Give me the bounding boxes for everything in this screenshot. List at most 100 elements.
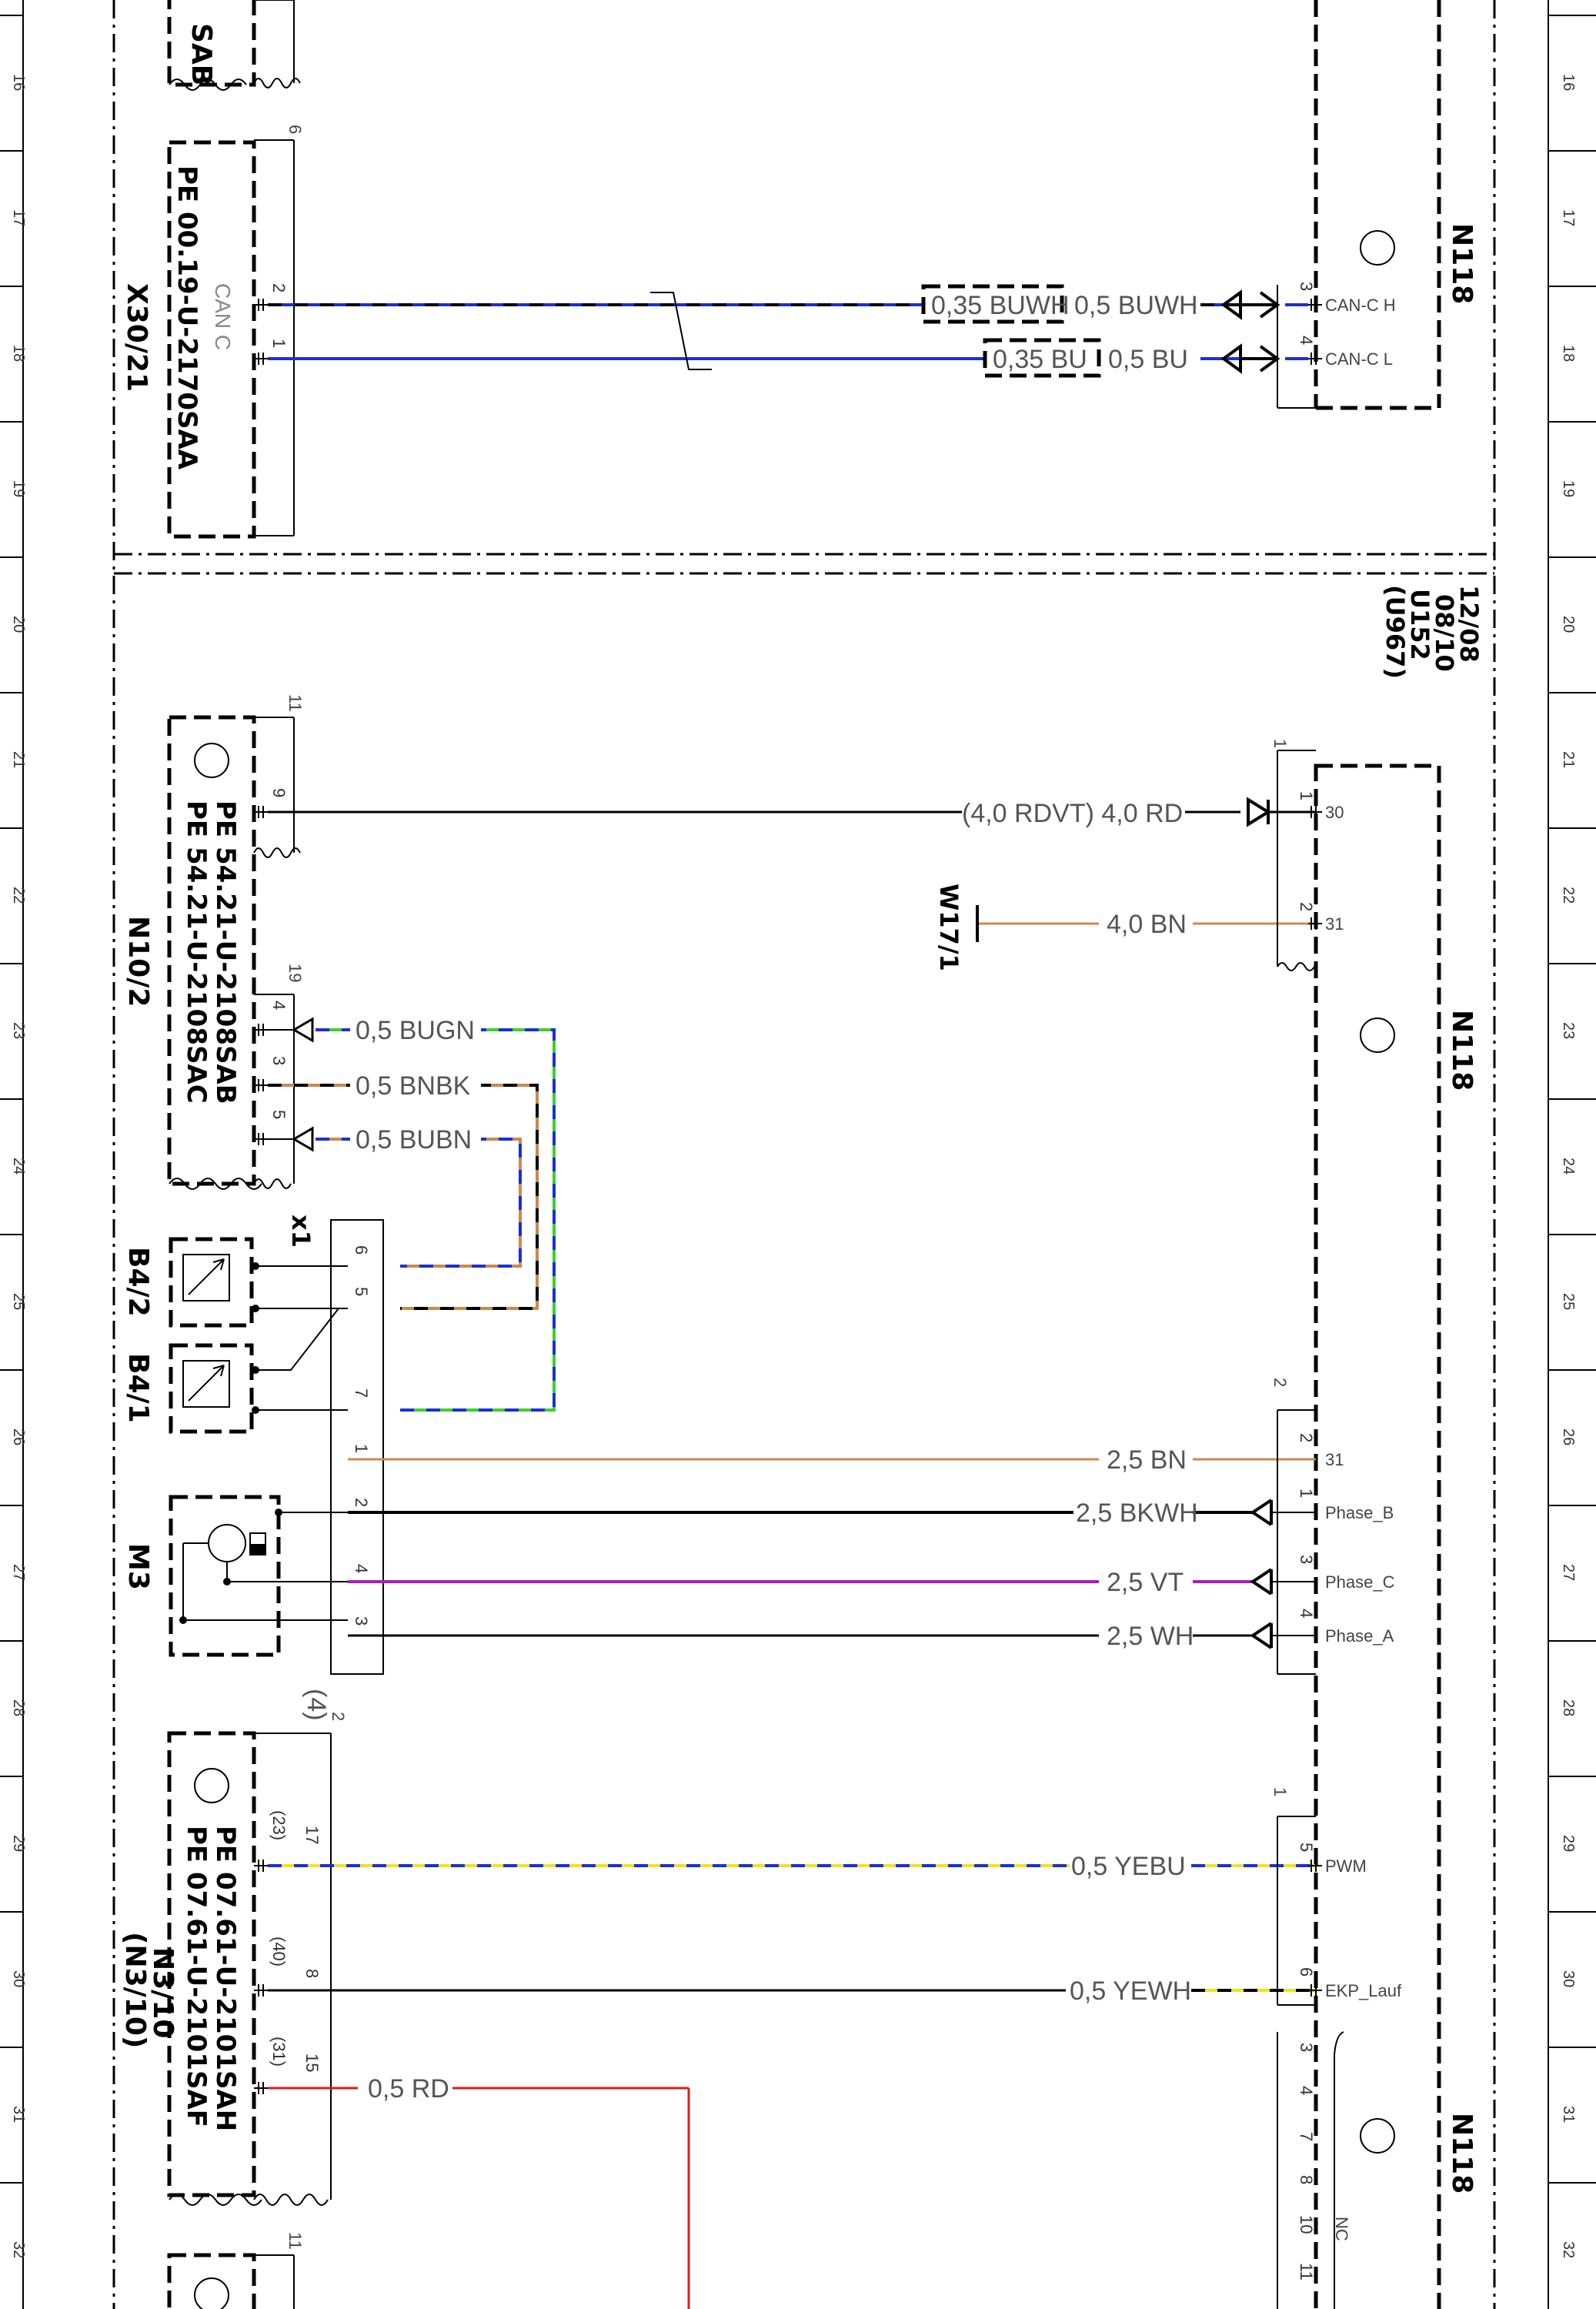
- ruler-row-number: 31: [10, 2106, 27, 2123]
- n118-can-module[interactable]: N118 3 4 CAN-C H CAN-C L: [1277, 0, 1477, 410]
- n10-pin-3: 3: [269, 1056, 289, 1065]
- n118-pump-pins[interactable]: 2 2 1 3 4 31 Phase_B Phase_C Phase_A: [1270, 1378, 1395, 1675]
- n118-ecu-pins[interactable]: 1 5 6 PWM EKP_Lauf 3 4 7 8 10 11 NC N118: [1270, 1787, 1477, 2309]
- pump-bkwh-label: 2,5 BKWH: [1076, 1499, 1198, 1528]
- top-connector-fragment: SAB: [167, 0, 301, 91]
- x30-id: X30/21: [121, 283, 152, 392]
- n3-pin-15-alt: (31): [269, 2037, 289, 2067]
- n3-pin-8-alt: (40): [269, 1936, 289, 1966]
- can-l-label: 0,5 BU: [1108, 345, 1188, 374]
- ecu-wires: 0,5 YEBU 0,5 YEWH 0,5 RD: [268, 1852, 1316, 2309]
- n118-pin-30: 30: [1325, 803, 1344, 822]
- nc-pin-11: 11: [1297, 2263, 1316, 2281]
- ruler-row-number: 18: [1560, 345, 1577, 362]
- n10-pe2: PE 54.21-U-2108SAC: [181, 800, 212, 1104]
- wire-bubn-label: 0,5 BUBN: [356, 1125, 472, 1154]
- ruler-row-number: 26: [1560, 1429, 1577, 1445]
- n10-pin-9: 9: [269, 788, 289, 797]
- n118-pin-2: 2: [1297, 902, 1316, 911]
- ruler-row-number: 16: [1560, 74, 1577, 91]
- ruler-row-number: 26: [10, 1429, 27, 1445]
- n10-ref-top: 11: [285, 694, 305, 712]
- n118-pin-1: 1: [1297, 791, 1316, 800]
- pump-pin-2: 2: [1297, 1433, 1316, 1442]
- x30-connector[interactable]: 6 PE 00.19-U-2170SAA X30/21 CAN C 2 1: [121, 125, 305, 539]
- sensor-wire-labels: 0,5 BUGN 0,5 BNBK 0,5 BUBN: [350, 1014, 481, 1154]
- wire-bnbk-label: 0,5 BNBK: [356, 1071, 471, 1101]
- ruler-row-number: 30: [10, 1970, 27, 1987]
- can-h-label: 0,5 BUWH: [1074, 291, 1198, 320]
- x1-connector[interactable]: x1 6 5 7 1 2 4 3: [286, 1215, 384, 1675]
- note-date-from: 12/08: [1454, 585, 1484, 663]
- ecu-pin-5: 5: [1297, 1843, 1316, 1852]
- ruler-row-number: 32: [1560, 2241, 1577, 2258]
- nc-label: NC: [1332, 2217, 1351, 2241]
- n118-power-id: N118: [1446, 1010, 1477, 1091]
- n118-pin-4: 4: [1297, 336, 1316, 345]
- ruler-row-number: 21: [10, 751, 27, 768]
- ecu-pwm-wire-label: 0,5 YEBU: [1071, 1852, 1186, 1881]
- ground-wire-label: 4,0 BN: [1107, 910, 1187, 939]
- pump-wh-label: 2,5 WH: [1107, 1622, 1194, 1651]
- ruler-row-number: 16: [10, 74, 27, 91]
- power-wires: (4,0 RDVT) 4,0 RD W17/1 4,0 BN: [268, 797, 1316, 971]
- pump-phase-a: Phase_A: [1325, 1626, 1394, 1646]
- can-wire-labels: 0,35 BUWH 0,5 BUWH 0,35 BU 0,5 BU: [921, 284, 1198, 378]
- can-h-alt-label: 0,35 BUWH: [931, 291, 1070, 320]
- b4-1-id: B4/1: [122, 1353, 154, 1423]
- b4-2-id: B4/2: [122, 1247, 154, 1317]
- pump-pin-3: 3: [1297, 1555, 1316, 1564]
- n3-connector[interactable]: 2 (4) PE 07.61-U-2101SAH PE 07.61-U-2101…: [119, 1689, 348, 2206]
- note-alt-code: (U967): [1381, 585, 1410, 679]
- transistor-icon: [194, 1768, 229, 1803]
- n3-ref-top: 2: [329, 1712, 348, 1721]
- ruler-row-number: 23: [1560, 1022, 1577, 1039]
- ruler-row-number: 17: [1560, 209, 1577, 226]
- sensor-b4-2[interactable]: B4/2: [122, 1237, 348, 1328]
- x1-pin-4: 4: [352, 1564, 371, 1573]
- pump-phase-c: Phase_C: [1325, 1572, 1395, 1592]
- can-l-alt-label: 0,35 BU: [993, 345, 1087, 374]
- pump-phase-b: Phase_B: [1325, 1503, 1394, 1522]
- note-code: U152: [1405, 589, 1434, 660]
- n3-id: N3/10: [147, 1947, 179, 2038]
- motor-m3[interactable]: M3: [122, 1495, 348, 1657]
- x1-id: x1: [286, 1215, 316, 1248]
- motor-icon: [208, 1524, 246, 1562]
- n10-pe1: PE 54.21-U-2108SAB: [210, 800, 241, 1104]
- ruler-row-number: 28: [10, 1699, 27, 1716]
- ruler-row-number: 19: [1560, 480, 1577, 497]
- sensor-b4-1[interactable]: B4/1: [122, 1308, 348, 1434]
- n118-pin-31: 31: [1325, 914, 1344, 934]
- x30-pin-1: 1: [269, 339, 289, 348]
- ruler-row-number: 32: [10, 2241, 27, 2258]
- nc-pin-3: 3: [1297, 2043, 1316, 2052]
- ruler-row-number: 21: [1560, 751, 1577, 768]
- top-sab-label: SAB: [185, 23, 217, 85]
- ruler-row-number: 25: [1560, 1293, 1577, 1310]
- x1-pin-3: 3: [352, 1616, 371, 1626]
- x1-pin-1: 1: [352, 1444, 371, 1453]
- x1-pin-2: 2: [352, 1498, 371, 1507]
- pump-bn-label: 2,5 BN: [1107, 1445, 1187, 1475]
- transistor-icon: [194, 743, 229, 778]
- bottom-connector-fragment: 11: [167, 2232, 305, 2309]
- n118-power-module[interactable]: 1 N118 1 2 30 31: [1270, 739, 1477, 2309]
- n10-id: N10/2: [122, 916, 154, 1007]
- ruler-row-number: 24: [1560, 1158, 1577, 1175]
- ruler-row-number: 30: [1560, 1970, 1577, 1987]
- n10-connector[interactable]: 11 19 PE 54.21-U-2108SAB PE 54.21-U-2108…: [122, 694, 305, 1190]
- x1-pin-6: 6: [352, 1245, 371, 1255]
- pump-pin-4: 4: [1297, 1609, 1316, 1618]
- n3-ref-bottom: 11: [285, 2232, 305, 2250]
- n3-pin-17: 17: [302, 1826, 322, 1844]
- ruler-row-number: 20: [10, 616, 27, 633]
- x30-bus: CAN C: [211, 283, 235, 350]
- n3-pe1: PE 07.61-U-2101SAH: [210, 1826, 241, 2131]
- nc-pin-10: 10: [1297, 2215, 1316, 2234]
- x30-pin-2: 2: [269, 283, 289, 292]
- n118-power-ref: 1: [1270, 739, 1290, 748]
